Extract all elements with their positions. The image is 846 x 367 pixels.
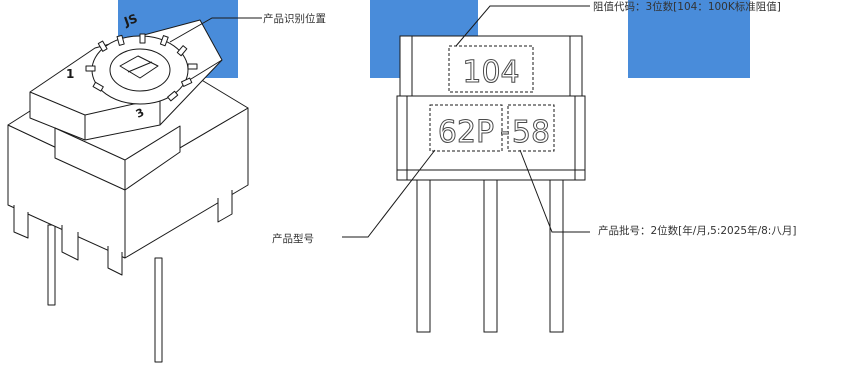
- leader-lines: [342, 5, 590, 238]
- model-marking: 62P: [438, 115, 494, 150]
- resistance-code-box: [448, 45, 534, 93]
- batch-marking: 58: [512, 115, 550, 150]
- leader-resistance-code: [455, 5, 590, 47]
- resistance-code-label: 阻值代码：3位数[104：100K标准阻值]: [593, 1, 781, 13]
- potentiometer-isometric-view: [7, 19, 249, 363]
- right-lead-3: [549, 169, 564, 333]
- adjustment-dial: [91, 35, 189, 105]
- identification-position-label: 产品识别位置: [263, 13, 326, 25]
- dash-marking: -: [500, 117, 509, 147]
- dial-ticks: [85, 33, 198, 102]
- right-lead-1: [416, 169, 431, 333]
- batch-number-label: 产品批号：2位数[年/月,5:2025年/8:八月]: [598, 225, 797, 237]
- resistance-code-marking: 104: [462, 55, 519, 90]
- potentiometer-front-view: [396, 35, 586, 333]
- dial-brand-mark: JS: [121, 11, 139, 29]
- leader-model: [342, 149, 436, 238]
- leader-identification: [169, 17, 262, 43]
- marking-boxes: [429, 45, 555, 152]
- model-box: [429, 104, 503, 152]
- model-number-label: 产品型号: [272, 233, 314, 245]
- leader-batch: [519, 149, 590, 233]
- right-lead-2: [483, 169, 498, 333]
- dial-start-mark: 1: [66, 67, 74, 81]
- batch-box: [507, 104, 555, 152]
